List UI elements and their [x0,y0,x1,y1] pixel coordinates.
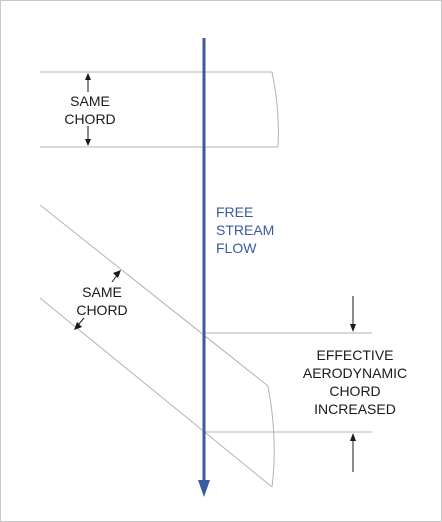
effective-chord-line-4: INCREASED [314,401,396,417]
effective-chord-line-3: CHORD [329,383,381,399]
same-chord-top-line-2: CHORD [64,111,116,127]
top-chord-dimension [85,73,91,146]
swept-wing-section [39,204,275,488]
free-stream-flow-line-1: FREE [216,204,254,220]
effective-chord-dimension [350,296,356,472]
same-chord-swept-label: SAME CHORD [70,283,134,319]
free-stream-flow-line-3: FLOW [216,240,257,256]
same-chord-swept-line-1: SAME [82,284,122,300]
same-chord-top-line-1: SAME [70,93,110,109]
swept-wing-leading-edge [39,204,269,387]
free-stream-flow-arrowhead [198,480,210,497]
same-chord-top-label: SAME CHORD [58,92,122,128]
effective-chord-arrowhead-down [350,324,356,332]
top-chord-arrowhead-down [85,139,91,146]
swept-chord-arrowhead-upper [113,270,121,278]
straight-wing-section [40,71,279,148]
effective-chord-arrowhead-up [350,433,356,441]
swept-chord-arrowhead-lower [74,322,82,330]
swept-wing-trailing-edge [39,297,273,488]
straight-wing-tip-curve [271,71,279,148]
top-chord-arrowhead-up [85,73,91,80]
free-stream-flow-label: FREE STREAM FLOW [216,203,274,257]
swept-wing-tip-curve [267,385,275,488]
swept-chord-dimension [74,270,121,330]
same-chord-swept-line-2: CHORD [76,302,128,318]
effective-chord-line-1: EFFECTIVE [316,347,394,363]
effective-chord-label: EFFECTIVE AERODYNAMIC CHORD INCREASED [294,346,416,418]
free-stream-flow-line-2: STREAM [216,222,275,238]
swept-chord-dim-line-lower [77,317,85,326]
effective-chord-line-2: AERODYNAMIC [302,365,408,381]
effective-chord-extension [204,332,372,433]
